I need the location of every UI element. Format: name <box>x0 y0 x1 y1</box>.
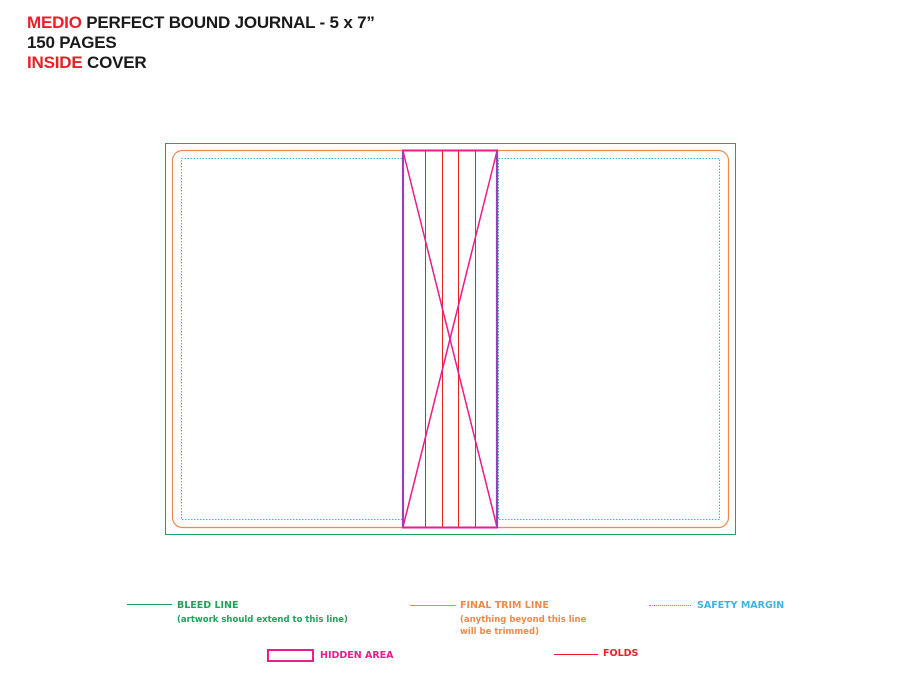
safety-margin-label: SAFETY MARGIN <box>697 600 785 611</box>
title-product: PERFECT BOUND JOURNAL - 5 x 7” <box>81 13 375 32</box>
title-line-3: INSIDE COVER <box>27 53 375 73</box>
bleed-line-swatch <box>127 604 172 605</box>
title-line-2: 150 PAGES <box>27 33 117 52</box>
safety-margin-right <box>498 158 720 520</box>
hidden-area-cross-2 <box>402 150 498 528</box>
safety-margin-swatch <box>649 605 691 606</box>
folds-label: FOLDS <box>603 648 639 659</box>
hidden-area-label: HIDDEN AREA <box>320 650 394 661</box>
trim-line-note-2: will be trimmed) <box>460 627 539 637</box>
trim-line-label: FINAL TRIM LINE <box>460 600 549 611</box>
folds-swatch <box>554 654 598 655</box>
title-line-1: MEDIO PERFECT BOUND JOURNAL - 5 x 7” <box>27 13 375 33</box>
bleed-line-label: BLEED LINE <box>177 600 239 611</box>
title-section-rest: COVER <box>82 53 147 72</box>
bleed-line-note: (artwork should extend to this line) <box>177 615 348 625</box>
safety-margin-left <box>181 158 403 520</box>
page-title: MEDIO PERFECT BOUND JOURNAL - 5 x 7” 150… <box>27 13 375 73</box>
trim-line-swatch <box>410 605 456 606</box>
title-section: INSIDE <box>27 53 83 72</box>
title-brand: MEDIO <box>27 13 82 32</box>
bleed-line <box>165 143 736 535</box>
hidden-area-swatch <box>267 649 314 662</box>
trim-line-note-1: (anything beyond this line <box>460 615 587 625</box>
